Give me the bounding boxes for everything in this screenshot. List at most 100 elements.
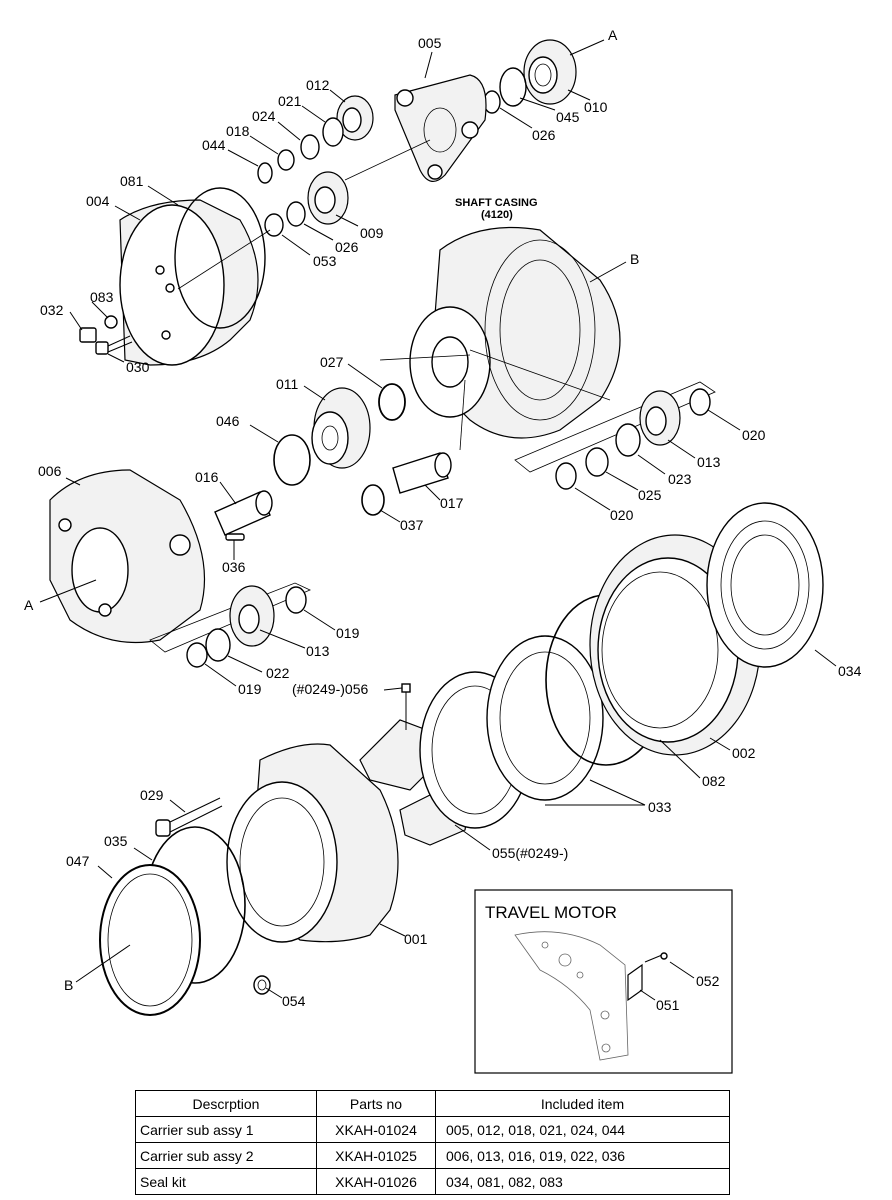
table-header-row: Descrption Parts no Included item bbox=[135, 1090, 730, 1117]
part-shaft-casing bbox=[409, 226, 621, 439]
part-030-bolt bbox=[95, 335, 133, 355]
part-019-washer-a bbox=[285, 586, 307, 614]
label-001: 001 bbox=[404, 931, 428, 947]
part-021-bearing bbox=[322, 117, 344, 147]
part-024-part bbox=[300, 134, 320, 160]
label-002: 002 bbox=[732, 745, 756, 761]
label-030: 030 bbox=[126, 359, 150, 375]
label-044: 044 bbox=[202, 137, 226, 153]
label-029: 029 bbox=[140, 787, 164, 803]
table-row: Carrier sub assy 2 XKAH-01025 006, 013, … bbox=[135, 1142, 730, 1169]
parts-table: Descrption Parts no Included item Carrie… bbox=[135, 1090, 730, 1195]
label-035: 035 bbox=[104, 833, 128, 849]
label-b-top: B bbox=[630, 251, 639, 267]
label-025: 025 bbox=[638, 487, 662, 503]
part-013-gear-a bbox=[639, 390, 681, 446]
part-054-spring bbox=[253, 975, 271, 995]
col-included-item: Included item bbox=[435, 1090, 730, 1117]
label-052: 052 bbox=[696, 973, 720, 989]
part-036-pin bbox=[225, 533, 245, 541]
leader-lines bbox=[39, 39, 837, 999]
exploded-parts-diagram: 005 A 012 021 024 018 044 045 010 026 08… bbox=[24, 27, 862, 1074]
part-004-cover bbox=[119, 199, 259, 366]
label-012: 012 bbox=[306, 77, 330, 93]
label-018: 018 bbox=[226, 123, 250, 139]
label-034: 034 bbox=[838, 663, 862, 679]
label-051: 051 bbox=[656, 997, 680, 1013]
row-included-item: 005, 012, 018, 021, 024, 044 bbox=[435, 1116, 730, 1143]
part-020-washer-a bbox=[689, 388, 711, 416]
label-024: 024 bbox=[252, 108, 276, 124]
label-046: 046 bbox=[216, 413, 240, 429]
part-029-bolt bbox=[155, 797, 223, 837]
part-009-gear bbox=[307, 171, 349, 225]
label-021: 021 bbox=[278, 93, 302, 109]
label-019-b: 019 bbox=[238, 681, 262, 697]
table-row: Carrier sub assy 1 XKAH-01024 005, 012, … bbox=[135, 1116, 730, 1143]
part-026-washer-b bbox=[286, 201, 306, 227]
label-013-b: 013 bbox=[306, 643, 330, 659]
label-a-top: A bbox=[608, 27, 618, 43]
part-046-oring bbox=[273, 434, 311, 486]
label-056: (#0249-)056 bbox=[292, 681, 368, 697]
part-017-pin bbox=[392, 452, 452, 494]
label-009: 009 bbox=[360, 225, 384, 241]
travel-motor-inset: TRAVEL MOTOR 052 051 bbox=[474, 889, 733, 1074]
part-081-oring bbox=[174, 187, 266, 329]
label-004: 004 bbox=[86, 193, 110, 209]
part-047-ring bbox=[99, 864, 201, 1016]
part-011-gear bbox=[311, 387, 371, 469]
label-020-a: 020 bbox=[742, 427, 766, 443]
part-006-carrier bbox=[49, 469, 206, 644]
label-020-b: 020 bbox=[610, 507, 634, 523]
part-010-gear bbox=[523, 39, 577, 105]
inset-title: TRAVEL MOTOR bbox=[485, 903, 617, 922]
label-045: 045 bbox=[556, 109, 580, 125]
part-023-bearing bbox=[615, 423, 641, 457]
label-b-bottom: B bbox=[64, 977, 73, 993]
part-001-drum bbox=[226, 743, 399, 943]
part-032-plug bbox=[79, 327, 97, 343]
part-045-ring bbox=[499, 67, 527, 107]
label-027: 027 bbox=[320, 354, 344, 370]
row-included-item: 006, 013, 016, 019, 022, 036 bbox=[435, 1142, 730, 1169]
part-020-washer-b bbox=[555, 462, 577, 490]
part-005-carrier bbox=[394, 74, 487, 182]
label-082: 082 bbox=[702, 773, 726, 789]
label-033: 033 bbox=[648, 799, 672, 815]
label-037: 037 bbox=[400, 517, 424, 533]
row-included-item: 034, 081, 082, 083 bbox=[435, 1168, 730, 1195]
table-row: Seal kit XKAH-01026 034, 081, 082, 083 bbox=[135, 1168, 730, 1195]
row-parts-no: XKAH-01025 bbox=[316, 1142, 436, 1169]
label-022: 022 bbox=[266, 665, 290, 681]
part-012-gear bbox=[336, 95, 374, 141]
col-parts-no: Parts no bbox=[316, 1090, 436, 1117]
part-034-bearing bbox=[706, 502, 824, 668]
label-005: 005 bbox=[418, 35, 442, 51]
label-036: 036 bbox=[222, 559, 246, 575]
label-053: 053 bbox=[313, 253, 337, 269]
label-081: 081 bbox=[120, 173, 144, 189]
label-026-b: 026 bbox=[335, 239, 359, 255]
part-037-clip bbox=[361, 484, 385, 516]
part-027-ring bbox=[378, 383, 406, 421]
part-016-pin bbox=[214, 490, 273, 536]
label-a-mid: A bbox=[24, 597, 34, 613]
label-055: 055(#0249-) bbox=[492, 845, 568, 861]
label-017: 017 bbox=[440, 495, 464, 511]
part-025-part bbox=[585, 447, 609, 477]
label-054: 054 bbox=[282, 993, 306, 1009]
row-parts-no: XKAH-01026 bbox=[316, 1168, 436, 1195]
part-018-washer bbox=[277, 149, 295, 171]
label-011: 011 bbox=[276, 376, 299, 392]
part-019-washer-b bbox=[186, 642, 208, 668]
label-026-a: 026 bbox=[532, 127, 556, 143]
label-023: 023 bbox=[668, 471, 692, 487]
label-shaft-casing: SHAFT CASING bbox=[455, 197, 538, 209]
label-083: 083 bbox=[90, 289, 114, 305]
part-053-washer bbox=[264, 213, 284, 237]
row-description: Carrier sub assy 1 bbox=[135, 1116, 317, 1143]
label-019-a: 019 bbox=[336, 625, 360, 641]
label-006: 006 bbox=[38, 463, 62, 479]
part-083-oring bbox=[104, 315, 118, 329]
